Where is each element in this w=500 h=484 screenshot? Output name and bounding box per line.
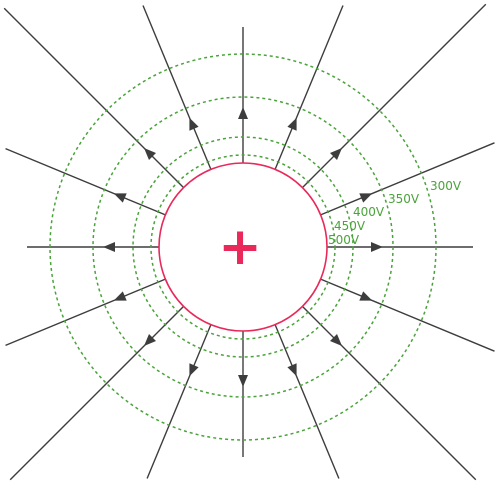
field-lines xyxy=(3,3,495,481)
field-arrow-icon xyxy=(371,242,383,252)
field-line xyxy=(320,142,495,216)
field-line xyxy=(9,305,185,481)
field-arrow-icon xyxy=(113,193,127,203)
field-line xyxy=(5,147,166,216)
field-arrow-icon xyxy=(287,363,297,377)
field-line xyxy=(146,324,212,479)
field-line xyxy=(274,5,344,170)
field-arrow-icon xyxy=(144,334,156,346)
field-line xyxy=(320,278,495,352)
field-arrow-icon xyxy=(238,375,248,387)
equipotential-circle xyxy=(150,154,336,340)
equipotential-circles xyxy=(49,53,437,441)
label-300v: 300V xyxy=(430,179,462,193)
field-line xyxy=(3,7,185,189)
field-arrow-icon xyxy=(103,242,115,252)
field-arrow-icon xyxy=(330,148,342,160)
charged-sphere xyxy=(158,162,328,332)
label-450v: 450V xyxy=(334,219,366,233)
equipotential-circle xyxy=(132,136,354,358)
label-400v: 400V xyxy=(353,205,385,219)
field-arrow-icon xyxy=(189,117,199,131)
equipotential-circle xyxy=(92,96,394,398)
label-350v: 350V xyxy=(388,192,420,206)
field-line xyxy=(274,324,340,479)
field-arrow-icon xyxy=(113,291,127,301)
label-500v: 500V xyxy=(328,233,360,247)
field-line xyxy=(301,305,477,481)
field-arrow-icon xyxy=(330,334,342,346)
field-line xyxy=(301,3,487,189)
positive-charge-symbol: + xyxy=(218,217,262,277)
field-line xyxy=(5,278,166,347)
field-arrow-icon xyxy=(238,107,248,119)
field-arrow-icon xyxy=(359,291,373,301)
field-arrow-icon xyxy=(287,117,297,131)
field-arrow-icon xyxy=(144,148,156,160)
field-arrow-icon xyxy=(189,363,199,377)
field-line xyxy=(142,5,212,170)
equipotential-circle xyxy=(49,53,437,441)
field-arrow-icon xyxy=(359,193,373,203)
